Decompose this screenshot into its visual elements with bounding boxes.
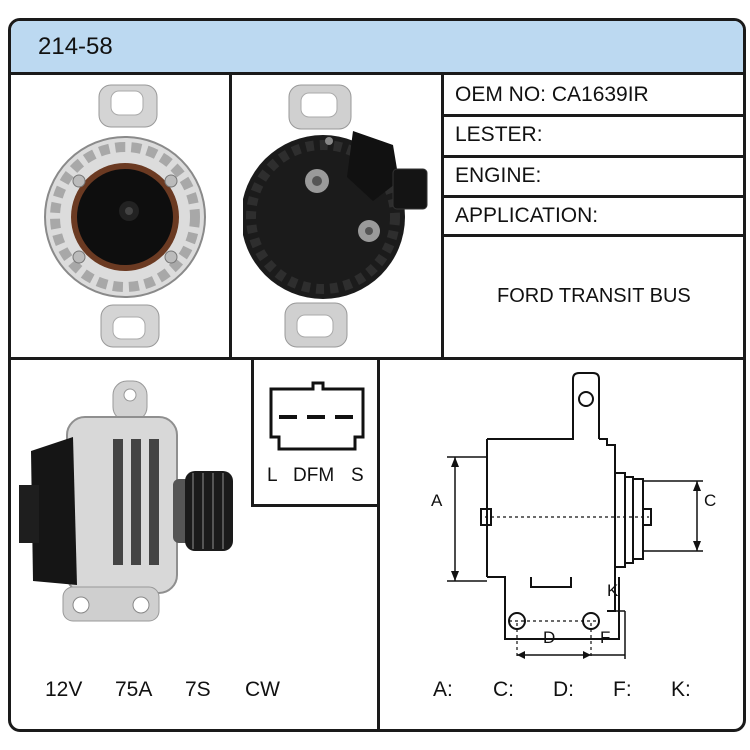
divider	[441, 155, 743, 158]
divider	[441, 114, 743, 117]
part-number: 214-58	[38, 33, 113, 60]
divider	[377, 360, 380, 729]
alternator-side-photo	[19, 380, 233, 622]
rotation-spec: CW	[245, 678, 280, 701]
divider	[441, 72, 444, 360]
connector-pin-s: S	[351, 465, 364, 486]
application-label: APPLICATION:	[455, 204, 599, 227]
dim-label-c: C	[704, 491, 717, 510]
alternator-rear-photo	[243, 84, 428, 348]
dimension-diagram	[447, 372, 703, 659]
lester-label: LESTER:	[455, 123, 543, 146]
connector-pin-l: L	[267, 465, 278, 486]
engine-label: ENGINE:	[455, 164, 542, 187]
dim-field-f: F:	[613, 678, 632, 701]
connector-plug-diagram	[269, 381, 365, 451]
application-value: FORD TRANSIT BUS	[497, 285, 691, 307]
dim-field-d: D:	[553, 678, 574, 701]
amperage-spec: 75A	[115, 678, 153, 701]
dim-label-k: K	[607, 581, 619, 600]
dim-label-a: A	[431, 491, 443, 510]
dim-label-f: F	[600, 628, 611, 647]
divider	[251, 360, 254, 507]
divider	[229, 72, 232, 360]
product-spec-card: 214-58 OEM NO: CA1639IR LESTER: ENGINE: …	[8, 18, 746, 732]
divider	[441, 195, 743, 198]
oem-number: OEM NO: CA1639IR	[455, 83, 649, 106]
dim-field-k: K:	[671, 678, 691, 701]
divider	[441, 234, 743, 237]
dim-field-c: C:	[493, 678, 514, 701]
divider	[11, 357, 743, 360]
voltage-spec: 12V	[45, 678, 83, 701]
dim-field-a: A:	[433, 678, 453, 701]
dim-label-d: D	[543, 628, 556, 647]
divider	[251, 504, 377, 507]
alternator-front-photo	[44, 84, 206, 348]
header-bar: 214-58	[11, 21, 743, 75]
connector-pin-dfm: DFM	[293, 465, 335, 486]
pulley-spec: 7S	[185, 678, 211, 701]
